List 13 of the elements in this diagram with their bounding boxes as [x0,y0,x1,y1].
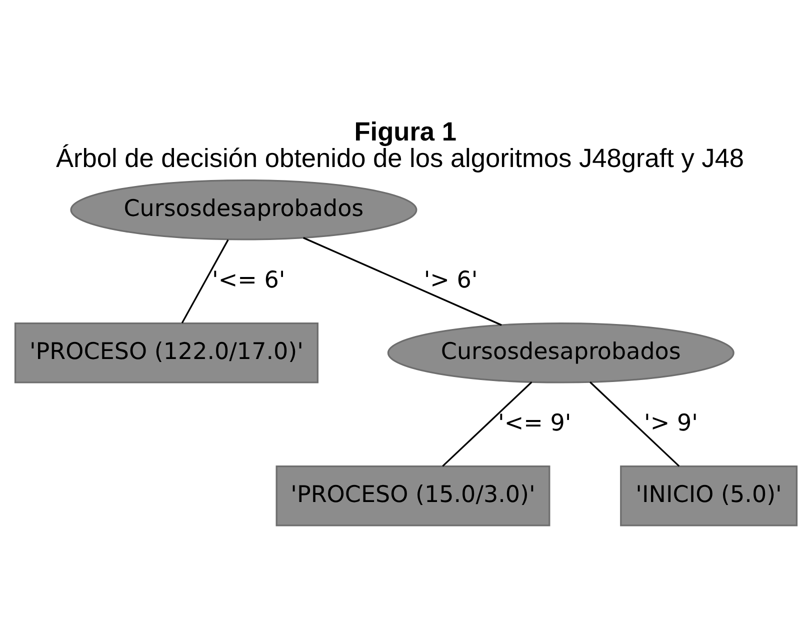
node-box: 'PROCESO (15.0/3.0)' [276,464,550,526]
node-ellipse: Cursosdesaprobados [70,178,418,240]
edge-label: '<= 9' [498,410,572,436]
node-ellipse: Cursosdesaprobados [387,322,734,383]
edge-label: '<= 6' [212,266,286,293]
connector [590,381,680,466]
connector [442,381,532,466]
node-box: 'INICIO (5.0)' [620,464,798,526]
connector [303,236,502,326]
node-box: 'PROCESO (122.0/17.0)' [14,322,318,383]
edge-label: '> 9' [644,410,698,436]
edge-label: '> 6' [424,266,478,293]
connector [181,238,229,323]
